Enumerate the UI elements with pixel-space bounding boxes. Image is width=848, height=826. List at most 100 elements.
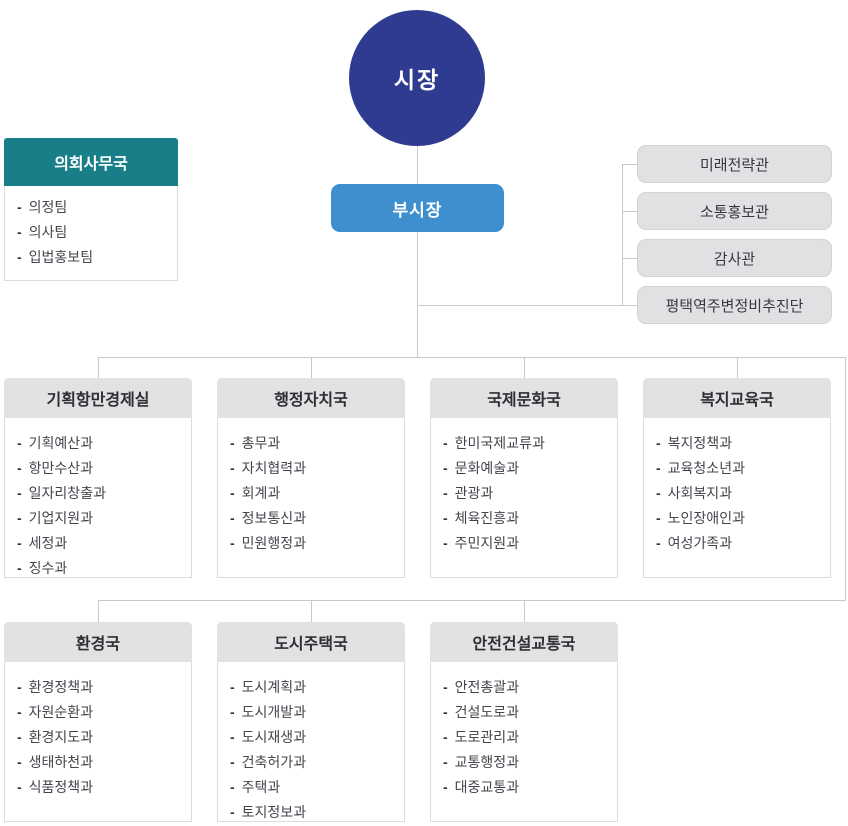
dept-item-list: 안전총괄과건설도로과도로관리과교통행정과대중교통과 xyxy=(443,675,617,800)
list-item: 총무과 xyxy=(230,431,404,456)
connector-row2-stub-1 xyxy=(98,600,99,622)
vice-mayor-node: 부시장 xyxy=(331,184,504,232)
dept-welfare-education: 복지교육국 복지정책과교육청소년과사회복지과노인장애인과여성가족과 xyxy=(643,378,831,578)
list-item: 주민지원과 xyxy=(443,531,617,556)
dept-item-list: 복지정책과교육청소년과사회복지과노인장애인과여성가족과 xyxy=(656,431,830,556)
dept-title: 국제문화국 xyxy=(487,392,561,409)
dept-safety-construction-transport: 안전건설교통국 안전총괄과건설도로과도로관리과교통행정과대중교통과 xyxy=(430,622,618,822)
connector-staff-spine xyxy=(622,164,623,305)
list-item: 체육진흥과 xyxy=(443,506,617,531)
connector-mayor-vice xyxy=(417,146,418,184)
list-item: 항만수산과 xyxy=(17,456,191,481)
connector-staff-stub-3 xyxy=(622,258,637,259)
staff-office-station-renewal: 평택역주변정비추진단 xyxy=(637,286,832,324)
list-item: 도시재생과 xyxy=(230,725,404,750)
connector-vice-trunk xyxy=(417,232,418,357)
dept-planning-port-economy: 기획항만경제실 기획예산과항만수산과일자리창출과기업지원과세정과징수과 xyxy=(4,378,192,578)
staff-office-label: 소통홍보관 xyxy=(699,203,769,221)
connector-row2-stub-2 xyxy=(311,600,312,622)
list-item: 도로관리과 xyxy=(443,725,617,750)
list-item: 주택과 xyxy=(230,775,404,800)
mayor-node: 시장 xyxy=(349,10,485,146)
dept-title: 행정자치국 xyxy=(274,392,348,409)
list-item: 건설도로과 xyxy=(443,700,617,725)
list-item: 환경지도과 xyxy=(17,725,191,750)
dept-header: 환경국 xyxy=(4,622,192,662)
dept-item-list: 총무과자치협력과회계과정보통신과민원행정과 xyxy=(230,431,404,556)
list-item: 건축허가과 xyxy=(230,750,404,775)
list-item: 생태하천과 xyxy=(17,750,191,775)
dept-header: 복지교육국 xyxy=(643,378,831,418)
dept-body: 기획예산과항만수산과일자리창출과기업지원과세정과징수과 xyxy=(5,418,191,581)
council-secretariat-body: 의정팀의사팀입법홍보팀 xyxy=(4,186,178,281)
dept-body: 총무과자치협력과회계과정보통신과민원행정과 xyxy=(218,418,404,556)
list-item: 의정팀 xyxy=(17,195,177,220)
dept-urban-housing: 도시주택국 도시계획과도시개발과도시재생과건축허가과주택과토지정보과 xyxy=(217,622,405,822)
list-item: 민원행정과 xyxy=(230,531,404,556)
connector-row1-stub-2 xyxy=(311,357,312,378)
dept-header: 기획항만경제실 xyxy=(4,378,192,418)
list-item: 회계과 xyxy=(230,481,404,506)
dept-header: 도시주택국 xyxy=(217,622,405,662)
connector-right-drop xyxy=(845,357,846,600)
council-secretariat-box: 의회사무국 의정팀의사팀입법홍보팀 xyxy=(4,138,178,281)
dept-header: 행정자치국 xyxy=(217,378,405,418)
list-item: 관광과 xyxy=(443,481,617,506)
list-item: 도시계획과 xyxy=(230,675,404,700)
connector-staff-stub-2 xyxy=(622,211,637,212)
dept-environment: 환경국 환경정책과자원순환과환경지도과생태하천과식품정책과 xyxy=(4,622,192,822)
vice-mayor-label: 부시장 xyxy=(392,200,443,220)
staff-office-communication: 소통홍보관 xyxy=(637,192,832,230)
list-item: 복지정책과 xyxy=(656,431,830,456)
list-item: 교통행정과 xyxy=(443,750,617,775)
list-item: 정보통신과 xyxy=(230,506,404,531)
list-item: 토지정보과 xyxy=(230,800,404,825)
dept-body: 안전총괄과건설도로과도로관리과교통행정과대중교통과 xyxy=(431,662,617,800)
staff-office-future-strategy: 미래전략관 xyxy=(637,145,832,183)
dept-item-list: 기획예산과항만수산과일자리창출과기업지원과세정과징수과 xyxy=(17,431,191,581)
list-item: 환경정책과 xyxy=(17,675,191,700)
list-item: 자치협력과 xyxy=(230,456,404,481)
connector-branch-staff xyxy=(417,305,637,306)
list-item: 도시개발과 xyxy=(230,700,404,725)
mayor-label: 시장 xyxy=(393,67,441,93)
list-item: 여성가족과 xyxy=(656,531,830,556)
staff-office-audit: 감사관 xyxy=(637,239,832,277)
dept-title: 도시주택국 xyxy=(274,636,348,653)
dept-title: 기획항만경제실 xyxy=(46,392,150,409)
dept-title: 복지교육국 xyxy=(700,392,774,409)
list-item: 안전총괄과 xyxy=(443,675,617,700)
dept-body: 도시계획과도시개발과도시재생과건축허가과주택과토지정보과 xyxy=(218,662,404,825)
council-secretariat-header: 의회사무국 xyxy=(4,138,178,186)
dept-body: 환경정책과자원순환과환경지도과생태하천과식품정책과 xyxy=(5,662,191,800)
dept-title: 안전건설교통국 xyxy=(472,636,576,653)
council-item-list: 의정팀의사팀입법홍보팀 xyxy=(17,195,177,270)
connector-row1-rail xyxy=(98,357,846,358)
list-item: 세정과 xyxy=(17,531,191,556)
list-item: 의사팀 xyxy=(17,220,177,245)
dept-body: 한미국제교류과문화예술과관광과체육진흥과주민지원과 xyxy=(431,418,617,556)
list-item: 식품정책과 xyxy=(17,775,191,800)
list-item: 문화예술과 xyxy=(443,456,617,481)
dept-item-list: 한미국제교류과문화예술과관광과체육진흥과주민지원과 xyxy=(443,431,617,556)
list-item: 자원순환과 xyxy=(17,700,191,725)
staff-office-label: 미래전략관 xyxy=(699,156,769,174)
connector-row1-stub-4 xyxy=(737,357,738,378)
dept-item-list: 환경정책과자원순환과환경지도과생태하천과식품정책과 xyxy=(17,675,191,800)
connector-row1-stub-3 xyxy=(524,357,525,378)
list-item: 교육청소년과 xyxy=(656,456,830,481)
list-item: 노인장애인과 xyxy=(656,506,830,531)
dept-header: 국제문화국 xyxy=(430,378,618,418)
council-secretariat-title: 의회사무국 xyxy=(54,156,128,173)
connector-row2-stub-3 xyxy=(524,600,525,622)
list-item: 사회복지과 xyxy=(656,481,830,506)
dept-item-list: 도시계획과도시개발과도시재생과건축허가과주택과토지정보과 xyxy=(230,675,404,825)
list-item: 기업지원과 xyxy=(17,506,191,531)
connector-staff-stub-1 xyxy=(622,164,637,165)
list-item: 징수과 xyxy=(17,556,191,581)
list-item: 대중교통과 xyxy=(443,775,617,800)
dept-international-culture: 국제문화국 한미국제교류과문화예술과관광과체육진흥과주민지원과 xyxy=(430,378,618,578)
staff-office-label: 감사관 xyxy=(713,250,756,268)
dept-header: 안전건설교통국 xyxy=(430,622,618,662)
